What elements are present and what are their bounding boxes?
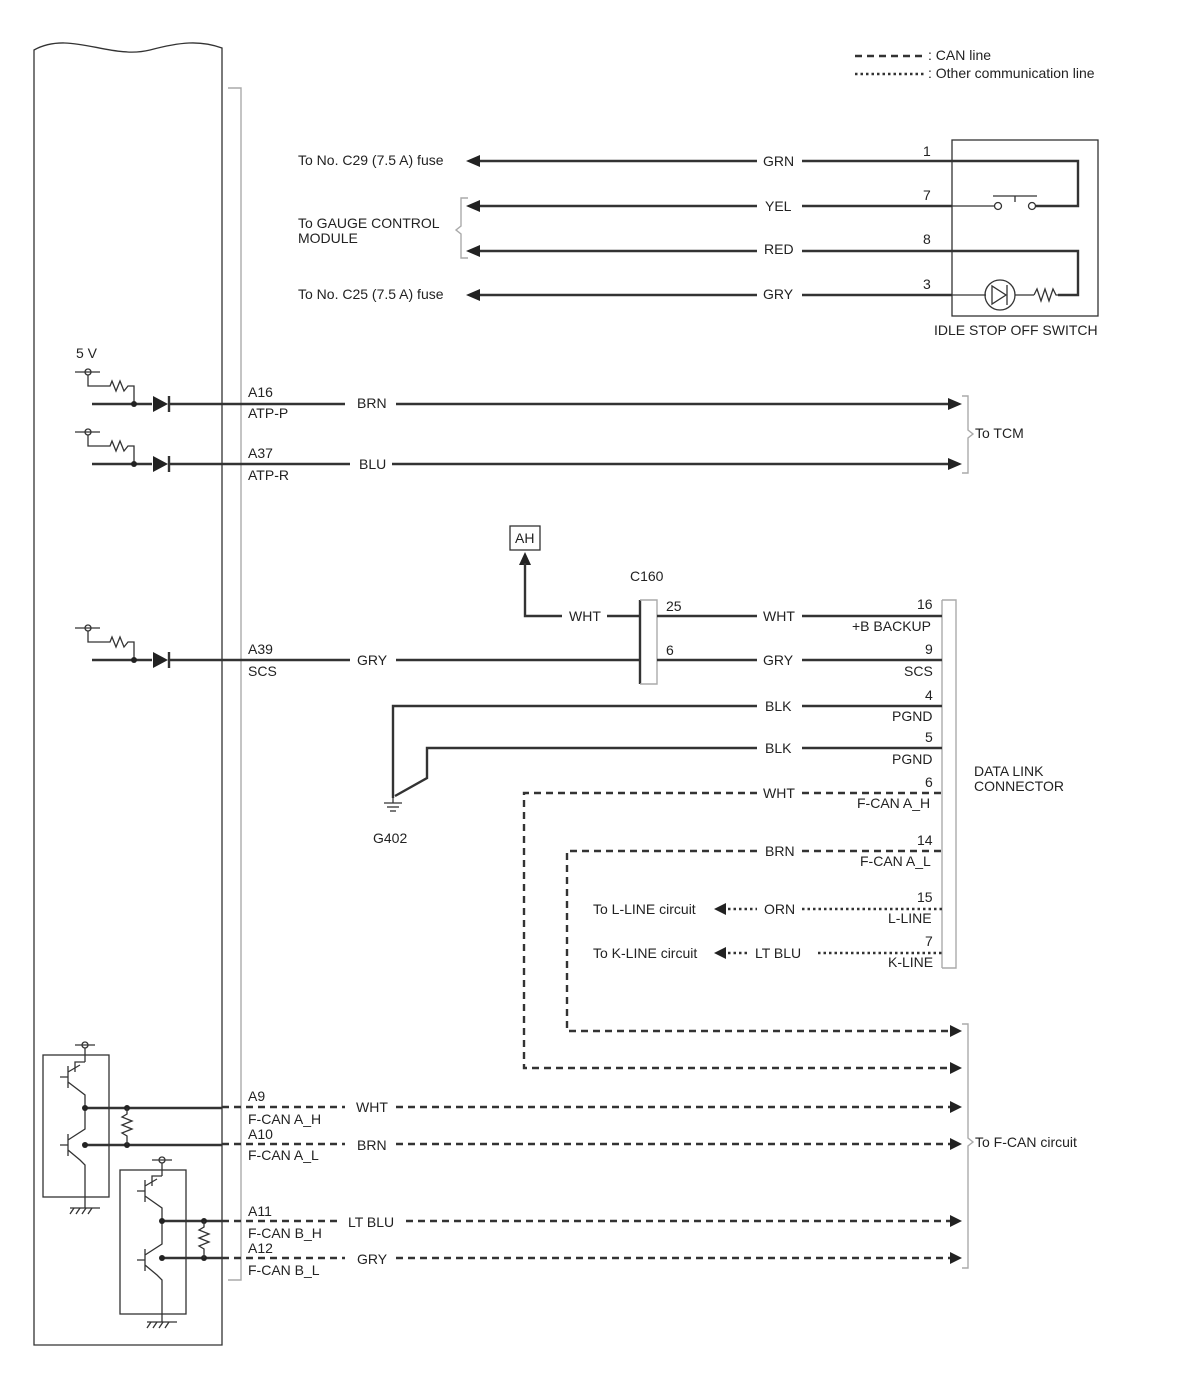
dlc-wire-color-4: BLK: [765, 698, 792, 714]
pin-a11: A11: [248, 1203, 272, 1219]
wire-color-wht-a9: WHT: [356, 1099, 388, 1115]
wire-color-brn-tcm: BRN: [357, 395, 387, 411]
pin-7: 7: [923, 187, 931, 203]
wire-color-wht-ah: WHT: [569, 608, 601, 624]
dlc-wire-color-5: BLK: [765, 740, 792, 756]
dlc-pin-4: 4: [925, 687, 933, 703]
dlc-wire-color-15: ORN: [764, 901, 795, 917]
dlc-pin-15: 15: [917, 889, 933, 905]
wire-color-gry-scs: GRY: [357, 652, 388, 668]
to-tcm-label: To TCM: [975, 425, 1024, 441]
signal-atp-p: ATP-P: [248, 405, 288, 421]
dlc-name-b-backup: +B BACKUP: [852, 618, 931, 634]
legend-other-line: : Other communication line: [928, 65, 1095, 81]
c160-junction: AH WHT C160 25 6: [509, 525, 757, 685]
pin-a39: A39: [248, 641, 273, 657]
dlc-pin-5: 5: [925, 729, 933, 745]
ah-label: AH: [515, 530, 534, 546]
dlc-pin-14: 14: [917, 832, 933, 848]
signal-fcan-ah: F-CAN A_H: [248, 1111, 321, 1127]
gauge-label-line1: To GAUGE CONTROL: [298, 215, 440, 231]
c160-pin-6: 6: [666, 642, 674, 658]
c160-label: C160: [630, 568, 664, 584]
wire-color-yel: YEL: [765, 198, 792, 214]
dlc-name-fcan-ah: F-CAN A_H: [857, 795, 930, 811]
wire-label-c29-fuse: To No. C29 (7.5 A) fuse: [298, 152, 444, 168]
supply-5v-label: 5 V: [76, 345, 98, 361]
can-transceiver-b: [119, 1156, 222, 1329]
idle-switch-label: IDLE STOP OFF SWITCH: [934, 322, 1098, 338]
signal-scs: SCS: [248, 663, 277, 679]
pin-1: 1: [923, 143, 931, 159]
idle-stop-off-switch: IDLE STOP OFF SWITCH: [934, 139, 1099, 338]
data-link-connector: DATA LINK CONNECTOR WHT 16 +B BACKUP GRY…: [373, 596, 1064, 1074]
control-module-body: [33, 42, 223, 1346]
pin-a9: A9: [248, 1088, 265, 1104]
dlc-name-scs: SCS: [904, 663, 933, 679]
dlc-pin-9: 9: [925, 641, 933, 657]
dlc-pin-6: 6: [925, 774, 933, 790]
wire-color-gry: GRY: [763, 286, 794, 302]
pin-a12: A12: [248, 1240, 273, 1256]
module-connector-bracket: [228, 87, 242, 1281]
legend-can-line: : CAN line: [928, 47, 991, 63]
can-transceiver-a: [42, 1041, 222, 1215]
wire-color-red: RED: [764, 241, 794, 257]
wire-label-c25-fuse: To No. C25 (7.5 A) fuse: [298, 286, 444, 302]
dlc-pin-7: 7: [925, 933, 933, 949]
dlc-wire-color-14: BRN: [765, 843, 795, 859]
to-k-line-circuit: To K-LINE circuit: [593, 945, 697, 961]
tcm-wires: A16 ATP-P BRN A37 ATP-R BLU To TCM: [222, 384, 1024, 483]
signal-fcan-al: F-CAN A_L: [248, 1147, 319, 1163]
idle-switch-wires: To No. C29 (7.5 A) fuse GRN 1 YEL 7 RED …: [298, 143, 952, 302]
wire-color-brn-a10: BRN: [357, 1137, 387, 1153]
dlc-name-fcan-al: F-CAN A_L: [860, 853, 931, 869]
dlc-name-pgnd-5: PGND: [892, 751, 932, 767]
dlc-wire-color-6: WHT: [763, 785, 795, 801]
fcan-wires: A9 F-CAN A_H WHT A10 F-CAN A_L BRN A11 F…: [222, 1023, 1077, 1278]
dlc-label-line2: CONNECTOR: [974, 778, 1064, 794]
legend: : CAN line : Other communication line: [855, 47, 1095, 81]
tcm-drivers: [75, 368, 222, 668]
to-fcan-circuit: To F-CAN circuit: [975, 1134, 1077, 1150]
c160-pin-25: 25: [666, 598, 682, 614]
gauge-label-line2: MODULE: [298, 230, 358, 246]
pin-a37: A37: [248, 445, 273, 461]
pin-a16: A16: [248, 384, 273, 400]
wire-color-grn: GRN: [763, 153, 794, 169]
wire-color-ltblu-a11: LT BLU: [348, 1214, 394, 1230]
dlc-wire-color-9: GRY: [763, 652, 794, 668]
dlc-pin-16: 16: [917, 596, 933, 612]
signal-atp-r: ATP-R: [248, 467, 289, 483]
wire-color-gry-a12: GRY: [357, 1251, 388, 1267]
ground-g402: G402: [373, 830, 407, 846]
pin-8: 8: [923, 231, 931, 247]
dlc-wire-color-16: WHT: [763, 608, 795, 624]
to-l-line-circuit: To L-LINE circuit: [593, 901, 696, 917]
signal-fcan-bh: F-CAN B_H: [248, 1225, 322, 1241]
dlc-name-l-line: L-LINE: [888, 910, 932, 926]
dlc-wire-color-7: LT BLU: [755, 945, 801, 961]
dlc-name-pgnd-4: PGND: [892, 708, 932, 724]
scs-wire: A39 SCS GRY: [222, 641, 757, 679]
pin-a10: A10: [248, 1126, 273, 1142]
wire-color-blu-tcm: BLU: [359, 456, 386, 472]
signal-fcan-bl: F-CAN B_L: [248, 1262, 320, 1278]
dlc-name-k-line: K-LINE: [888, 954, 933, 970]
pin-3: 3: [923, 276, 931, 292]
dlc-label-line1: DATA LINK: [974, 763, 1044, 779]
